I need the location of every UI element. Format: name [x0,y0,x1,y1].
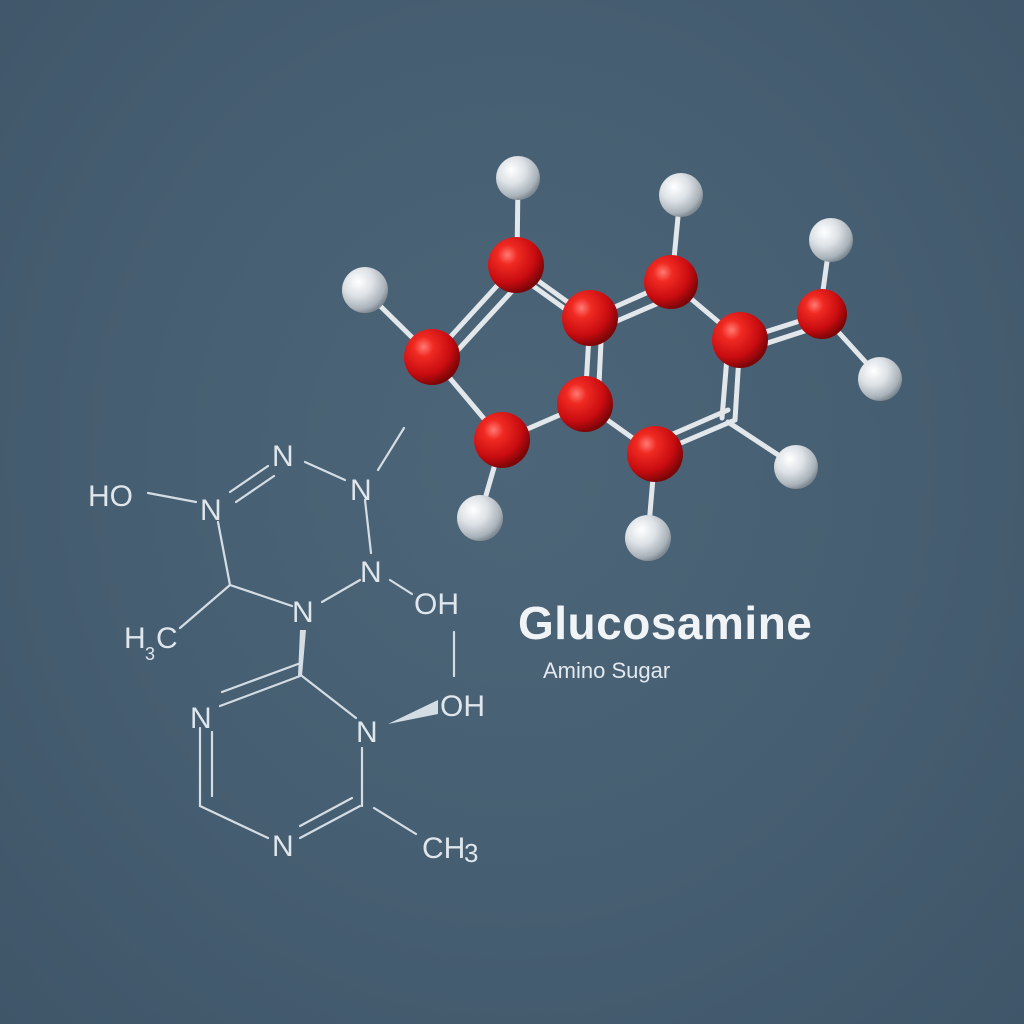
bond-line [216,520,232,587]
atom-label-n: N [272,830,294,863]
bond-line [303,460,347,482]
atom-label-ho: HO [88,480,133,513]
hydrogen-atom [809,218,853,262]
oxygen-atom [712,312,768,368]
oxygen-atom [557,376,613,432]
atom-label-n: N [292,596,314,629]
hydrogen-atom [858,357,902,401]
molecule-title: Glucosamine [518,597,813,649]
atom-label-oh: OH [440,690,485,723]
structural-formula: HO N N N N N OH H 3 C N N N OH CH 3 [88,426,485,868]
hydrogen-atom [342,267,388,313]
ch3-ch: CH [422,832,465,865]
molecule-subtitle: Amino Sugar [543,658,671,683]
hydrogen-atom [774,445,818,489]
bond-line [234,474,276,504]
atom-label-h3c: H 3 C [124,622,178,664]
atom-label-n: N [190,702,212,735]
bond-line [146,491,198,504]
bond-line [388,578,414,596]
atom-label-ch3: CH 3 [422,832,478,868]
wedge-bond [388,700,438,724]
atom-label-oh: OH [414,588,459,621]
bond-line [300,674,358,720]
atom-label-n: N [272,440,294,473]
atom-label-n: N [200,494,222,527]
atom-label-n: N [360,556,382,589]
oxygen-atoms [404,237,847,482]
oxygen-atom [404,329,460,385]
bond-line [220,662,300,694]
atom-label-n: N [356,716,378,749]
oxygen-atom [797,289,847,339]
bond-line [228,583,294,608]
ball-and-stick-model [342,156,902,561]
bond-line [298,796,354,828]
bond-line [376,426,406,472]
oxygen-atom [627,426,683,482]
h3c-subscript: 3 [145,644,155,664]
hydrogen-atom [659,173,703,217]
oxygen-atom [644,255,698,309]
oxygen-atom [562,290,618,346]
hydrogen-atom [457,495,503,541]
hydrogen-atoms [342,156,902,561]
oxygen-atom [474,412,530,468]
bond-line [363,498,373,555]
h3c-h: H [124,622,146,655]
bond-line [198,804,270,840]
bond-line [178,583,232,630]
hydrogen-atom [625,515,671,561]
h3c-c: C [156,622,178,655]
ch3-subscript: 3 [464,838,478,868]
atom-label-n: N [350,474,372,507]
bond-line [320,578,362,604]
hydrogen-atom [496,156,540,200]
bond-line [228,464,270,494]
bond-line [372,806,418,836]
wedge-bond [298,630,306,676]
oxygen-atom [488,237,544,293]
bond-line [218,674,302,708]
bond-line [298,804,362,840]
